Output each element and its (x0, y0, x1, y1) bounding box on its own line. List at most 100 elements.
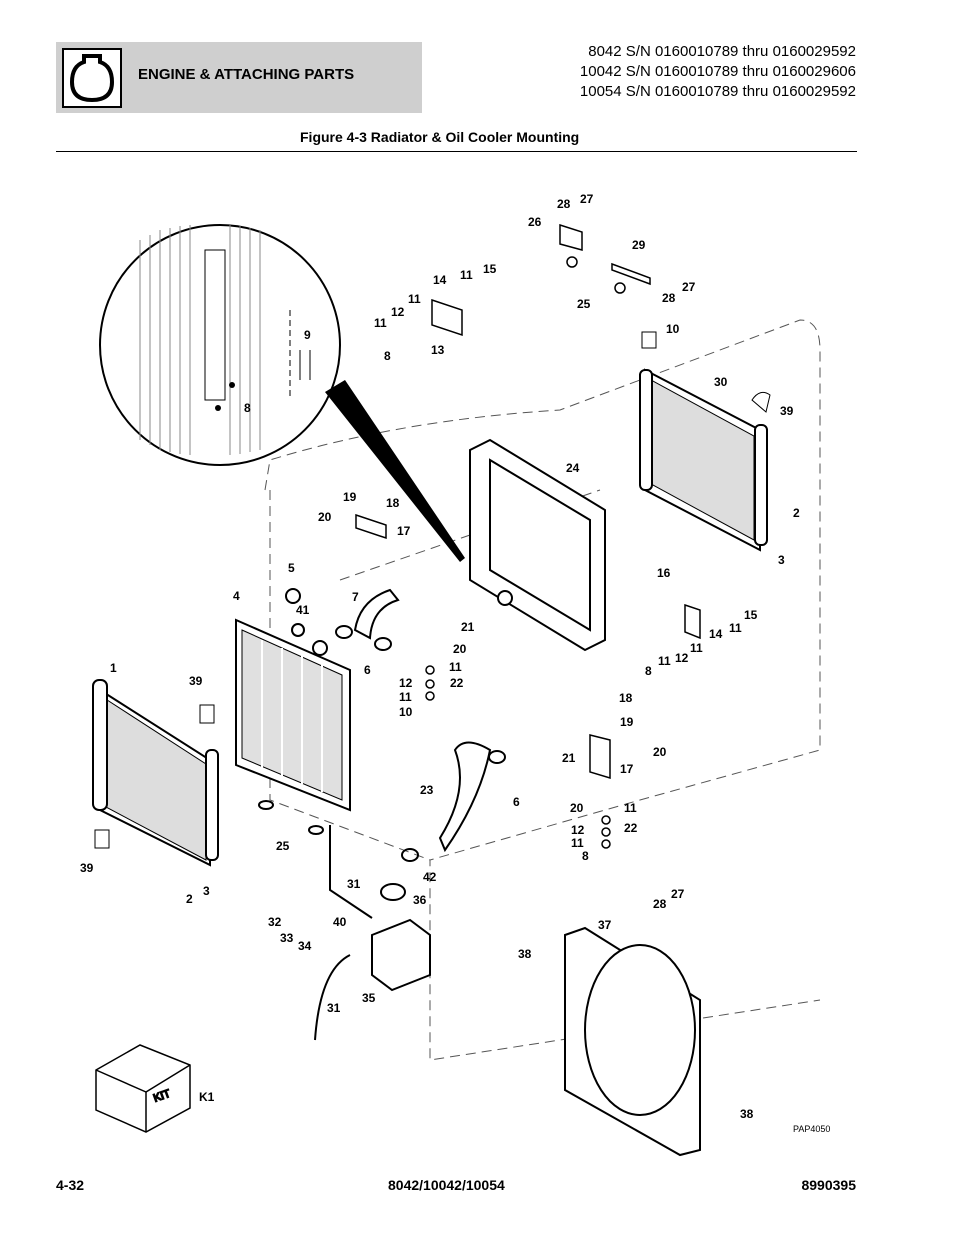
callout-12: 12 (391, 305, 405, 319)
callout-19: 19 (343, 490, 357, 504)
callout-1: 1 (110, 661, 117, 675)
radiator (235, 588, 351, 835)
callout-11: 11 (729, 621, 742, 635)
page-number: 4-32 (56, 1177, 85, 1193)
callout-11: 11 (399, 690, 412, 704)
brackets-and-fasteners (355, 223, 701, 849)
callout-32: 32 (268, 915, 282, 929)
callout-39: 39 (80, 861, 94, 875)
fan-shroud (564, 926, 701, 1157)
callout-38: 38 (740, 1107, 754, 1121)
callout-11: 11 (624, 801, 637, 815)
header-rule (56, 151, 857, 152)
callout-3: 3 (778, 553, 785, 567)
callout-28: 28 (557, 197, 571, 211)
callout-33: 33 (280, 931, 294, 945)
callout-11: 11 (449, 660, 462, 674)
drawing-code: PAP4050 (793, 1124, 830, 1134)
callout-26: 26 (528, 215, 542, 229)
callout-10: 10 (399, 705, 413, 719)
radiator-frame (469, 438, 606, 652)
callout-17: 17 (620, 762, 634, 776)
detail-zoom-view (99, 224, 465, 562)
oil-cooler-right (639, 331, 771, 552)
callout-34: 34 (298, 939, 312, 953)
callout-24: 24 (566, 461, 580, 475)
callout-7: 7 (352, 590, 359, 604)
callout-27: 27 (671, 887, 685, 901)
callout-8: 8 (645, 664, 652, 678)
section-title: ENGINE & ATTACHING PARTS (138, 66, 355, 83)
engine-icon (62, 48, 122, 108)
callout-6: 6 (364, 663, 371, 677)
callout-11: 11 (374, 316, 387, 330)
callout-14: 14 (709, 627, 723, 641)
callout-8: 8 (582, 849, 589, 863)
callout-k1: K1 (199, 1090, 215, 1104)
callout-20: 20 (318, 510, 332, 524)
exploded-parts-diagram: KIT 1 2 2 3 3 4 5 6 6 7 8 8 8 8 9 10 10 … (80, 192, 830, 1157)
callout-20: 20 (653, 745, 667, 759)
callout-25: 25 (577, 297, 591, 311)
callout-42: 42 (423, 870, 437, 884)
callout-30: 30 (714, 375, 728, 389)
figure-title: Figure 4-3 Radiator & Oil Cooler Mountin… (300, 129, 580, 145)
callouts: 1 2 2 3 3 4 5 6 6 7 8 8 8 8 9 10 10 11 1… (80, 192, 830, 1134)
callout-9: 9 (304, 328, 311, 342)
callout-38: 38 (518, 947, 532, 961)
callout-36: 36 (413, 893, 427, 907)
callout-21: 21 (461, 620, 475, 634)
callout-23: 23 (420, 783, 434, 797)
callout-15: 15 (483, 262, 497, 276)
callout-27: 27 (682, 280, 696, 294)
callout-12: 12 (675, 651, 689, 665)
callout-12: 12 (571, 823, 585, 837)
callout-37: 37 (598, 918, 612, 932)
callout-25: 25 (276, 839, 290, 853)
callout-10: 10 (666, 322, 680, 336)
callout-12: 12 (399, 676, 413, 690)
part-number: 8990395 (801, 1177, 856, 1193)
callout-20: 20 (570, 801, 584, 815)
callout-40: 40 (333, 915, 347, 929)
coolant-reservoir (371, 883, 431, 992)
model-numbers: 8042/10042/10054 (388, 1177, 505, 1193)
callout-20: 20 (453, 642, 467, 656)
serial-number-block: 8042 S/N 0160010789 thru 0160029592 1004… (580, 42, 856, 102)
section-header: ENGINE & ATTACHING PARTS (56, 42, 422, 113)
callout-6: 6 (513, 795, 520, 809)
callout-2: 2 (793, 506, 800, 520)
callout-16: 16 (657, 566, 671, 580)
callout-31: 31 (347, 877, 361, 891)
callout-5: 5 (288, 561, 295, 575)
callout-39: 39 (780, 404, 794, 418)
callout-22: 22 (624, 821, 638, 835)
callout-18: 18 (619, 691, 633, 705)
callout-21: 21 (562, 751, 576, 765)
serial-line: 10042 S/N 0160010789 thru 0160029606 (579, 63, 856, 80)
callout-4: 4 (233, 589, 240, 603)
serial-line: 8042 S/N 0160010789 thru 0160029592 (588, 43, 856, 60)
callout-3: 3 (203, 884, 210, 898)
callout-11: 11 (690, 641, 703, 655)
kit-box: KIT (95, 1044, 191, 1133)
callout-14: 14 (433, 273, 447, 287)
callout-11: 11 (658, 654, 671, 668)
callout-18: 18 (386, 496, 400, 510)
callout-15: 15 (744, 608, 758, 622)
serial-line: 10054 S/N 0160010789 thru 0160029592 (579, 83, 856, 100)
oil-cooler-left (92, 679, 219, 867)
callout-2: 2 (186, 892, 193, 906)
callout-28: 28 (653, 897, 667, 911)
callout-28: 28 (662, 291, 676, 305)
hoses (314, 588, 506, 1041)
callout-35: 35 (362, 991, 376, 1005)
callout-39: 39 (189, 674, 203, 688)
callout-19: 19 (620, 715, 634, 729)
callout-41: 41 (296, 603, 310, 617)
callout-17: 17 (397, 524, 411, 538)
callout-31: 31 (327, 1001, 341, 1015)
callout-22: 22 (450, 676, 464, 690)
callout-11: 11 (571, 836, 584, 850)
callout-8: 8 (384, 349, 391, 363)
